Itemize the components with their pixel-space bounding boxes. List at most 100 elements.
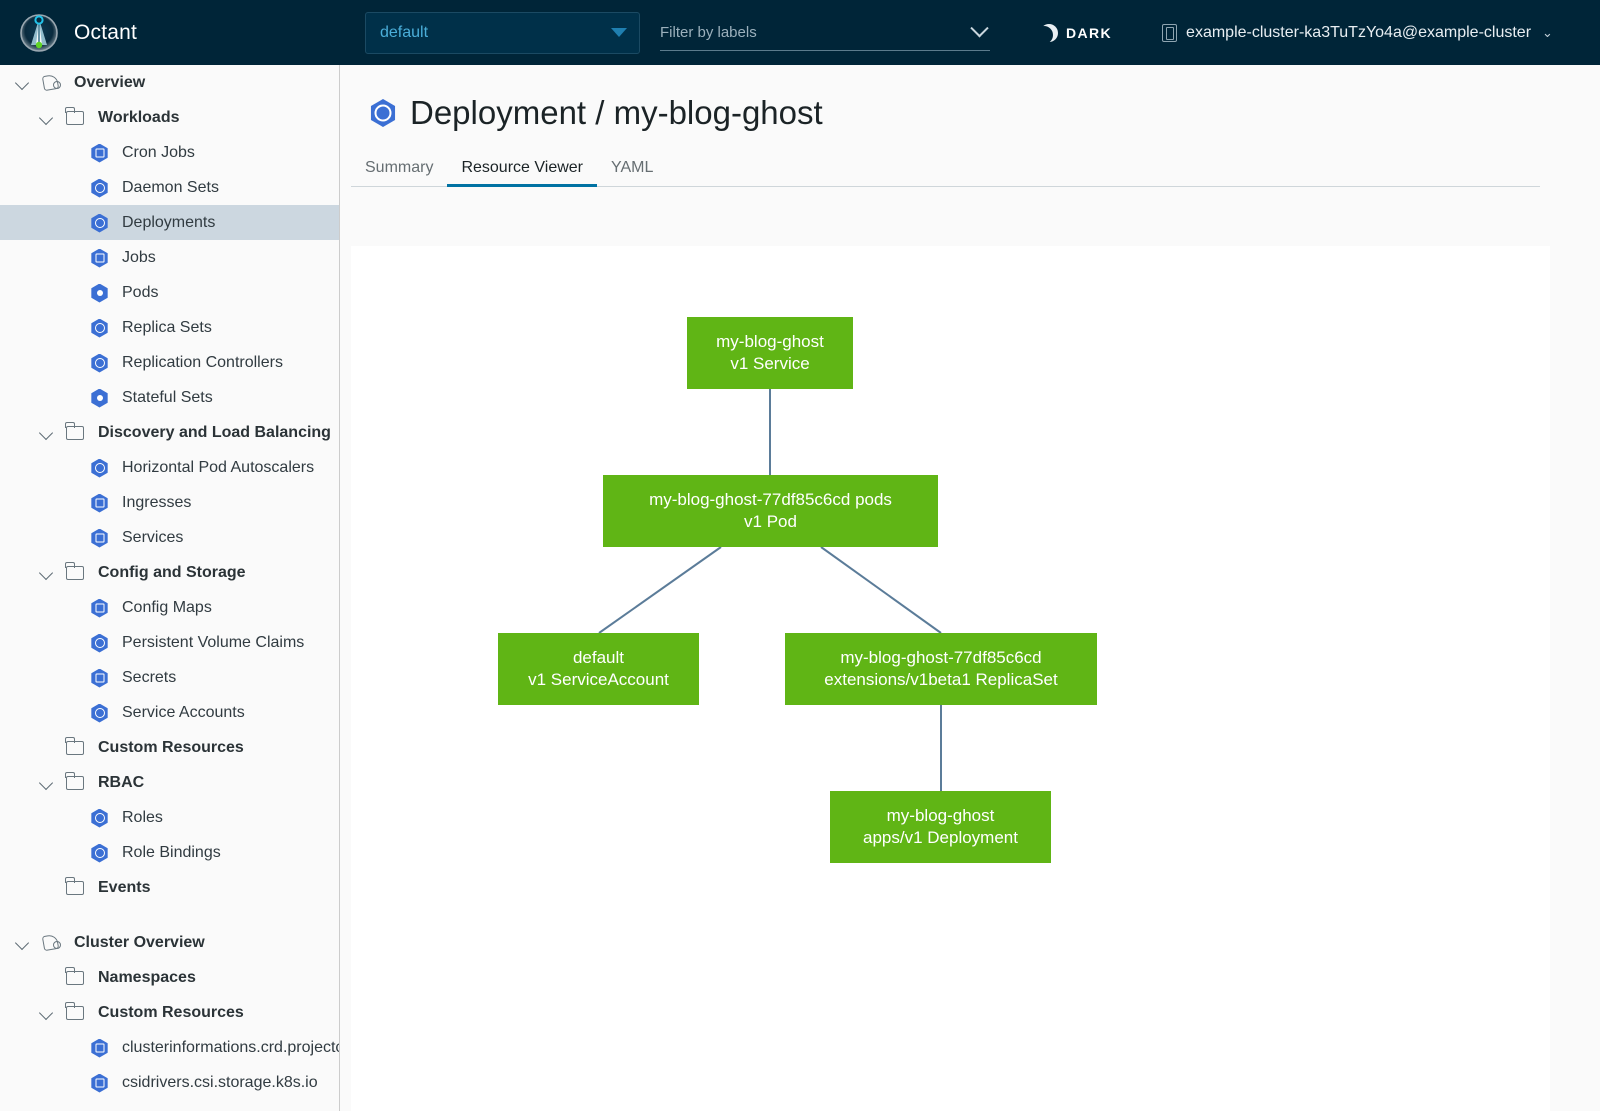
sidebar-item-label: Pods — [122, 283, 159, 301]
sidebar-item-custom-resources[interactable]: Custom Resources — [0, 995, 339, 1030]
expander-placeholder — [62, 319, 80, 337]
sidebar-item-cron-jobs[interactable]: Cron Jobs — [0, 135, 339, 170]
sidebar-item-label: Stateful Sets — [122, 388, 213, 406]
sidebar-item-stateful-sets[interactable]: Stateful Sets — [0, 380, 339, 415]
sidebar-item-label: Service Accounts — [122, 703, 245, 721]
sidebar-item-label: Roles — [122, 808, 163, 826]
label-filter-input[interactable] — [660, 23, 973, 41]
sidebar-item-label: Daemon Sets — [122, 178, 219, 196]
label-filter[interactable] — [660, 15, 990, 51]
expander-placeholder — [62, 179, 80, 197]
sidebar-item-workloads[interactable]: Workloads — [0, 100, 339, 135]
sidebar-item-label: Workloads — [98, 108, 180, 126]
sidebar-item-label: RBAC — [98, 773, 145, 791]
k8s-secret-icon — [90, 667, 112, 689]
chevron-down-icon[interactable] — [14, 934, 32, 952]
sidebar-item-label: Custom Resources — [98, 1003, 244, 1021]
chevron-down-icon[interactable] — [38, 564, 56, 582]
tab-resource-viewer[interactable]: Resource Viewer — [447, 159, 597, 187]
page-title-text: Deployment / my-blog-ghost — [410, 94, 823, 131]
sidebar-item-config-and-storage[interactable]: Config and Storage — [0, 555, 339, 590]
sidebar-item-label: Secrets — [122, 668, 177, 686]
k8s-pvc-icon — [90, 632, 112, 654]
k8s-serviceaccount-icon — [90, 702, 112, 724]
sidebar-item-custom-resources[interactable]: Custom Resources — [0, 730, 339, 765]
k8s-crd-icon — [90, 1072, 112, 1094]
sidebar-item-label: Config and Storage — [98, 563, 246, 581]
chevron-down-icon: ⌄ — [1542, 24, 1553, 40]
folder-icon — [65, 106, 88, 129]
chevron-down-icon[interactable] — [38, 109, 56, 127]
tab-yaml[interactable]: YAML — [611, 159, 654, 176]
k8s-deployment-icon — [370, 99, 396, 127]
folder-icon — [65, 736, 88, 759]
sidebar-item-label: Namespaces — [98, 968, 196, 986]
sidebar-item-events[interactable]: Events — [0, 870, 339, 905]
sidebar-item-replication-controllers[interactable]: Replication Controllers — [0, 345, 339, 380]
brand[interactable]: Octant — [0, 0, 340, 65]
sidebar-item-label: Deployments — [122, 213, 216, 231]
sidebar-item-services[interactable]: Services — [0, 520, 339, 555]
namespace-selector[interactable]: default — [365, 11, 640, 54]
sidebar-item-label: Events — [98, 878, 151, 896]
dark-mode-toggle[interactable]: DARK — [1040, 24, 1112, 42]
sidebar-item-label: clusterinformations.crd.projectcalico.or… — [122, 1038, 339, 1056]
expander-placeholder — [62, 144, 80, 162]
sidebar-item-daemon-sets[interactable]: Daemon Sets — [0, 170, 339, 205]
folder-icon — [65, 1001, 88, 1024]
brand-name: Octant — [74, 20, 138, 44]
tab-summary[interactable]: Summary — [365, 159, 434, 176]
sidebar-item-ingresses[interactable]: Ingresses — [0, 485, 339, 520]
chevron-down-icon[interactable] — [38, 1004, 56, 1022]
sidebar-item-role-bindings[interactable]: Role Bindings — [0, 835, 339, 870]
tab-bar[interactable]: Summary Resource Viewer YAML — [351, 153, 1540, 187]
sidebar-item-clusterinformations-crd-projectcalico-org[interactable]: clusterinformations.crd.projectcalico.or… — [0, 1030, 339, 1065]
sidebar-item-overview[interactable]: Overview — [0, 65, 339, 100]
sidebar-item-label: Persistent Volume Claims — [122, 633, 305, 651]
sidebar-item-persistent-volume-claims[interactable]: Persistent Volume Claims — [0, 625, 339, 660]
sidebar-item-deployments[interactable]: Deployments — [0, 205, 339, 240]
sidebar-item-jobs[interactable]: Jobs — [0, 240, 339, 275]
chevron-down-icon[interactable] — [38, 424, 56, 442]
sidebar-item-csidrivers-csi-storage-k8s-io[interactable]: csidrivers.csi.storage.k8s.io — [0, 1065, 339, 1100]
sidebar-item-namespaces[interactable]: Namespaces — [0, 960, 339, 995]
folder-icon — [65, 771, 88, 794]
sidebar-item-cluster-overview[interactable]: Cluster Overview — [0, 925, 339, 960]
k8s-replicaset-icon — [90, 317, 112, 339]
main-content: Deployment / my-blog-ghost Summary Resour… — [341, 65, 1600, 1111]
k8s-cronjob-icon — [90, 142, 112, 164]
sidebar-item-rbac[interactable]: RBAC — [0, 765, 339, 800]
sidebar-item-service-accounts[interactable]: Service Accounts — [0, 695, 339, 730]
sidebar-item-discovery-and-load-balancing[interactable]: Discovery and Load Balancing — [0, 415, 339, 450]
moon-icon — [1040, 24, 1058, 42]
expander-placeholder — [62, 284, 80, 302]
expander-placeholder — [62, 669, 80, 687]
cluster-selector[interactable]: example-cluster-ka3TuTzYo4a@example-clus… — [1162, 23, 1553, 42]
chevron-down-icon[interactable] — [970, 18, 989, 37]
expander-placeholder — [38, 969, 56, 987]
graph-node-kind: apps/v1 Deployment — [863, 828, 1018, 847]
sidebar-item-config-maps[interactable]: Config Maps — [0, 590, 339, 625]
expander-placeholder — [62, 214, 80, 232]
folder-icon — [65, 421, 88, 444]
folder-icon — [65, 876, 88, 899]
k8s-ingress-icon — [90, 492, 112, 514]
chevron-down-icon[interactable] — [38, 774, 56, 792]
sidebar-item-pods[interactable]: Pods — [0, 275, 339, 310]
sidebar-item-roles[interactable]: Roles — [0, 800, 339, 835]
expander-placeholder — [62, 249, 80, 267]
sidebar-item-replica-sets[interactable]: Replica Sets — [0, 310, 339, 345]
sidebar-item-horizontal-pod-autoscalers[interactable]: Horizontal Pod Autoscalers — [0, 450, 339, 485]
sidebar-item-secrets[interactable]: Secrets — [0, 660, 339, 695]
sidebar-item-label: Jobs — [122, 248, 156, 266]
expander-placeholder — [62, 389, 80, 407]
chevron-down-icon[interactable] — [14, 74, 32, 92]
